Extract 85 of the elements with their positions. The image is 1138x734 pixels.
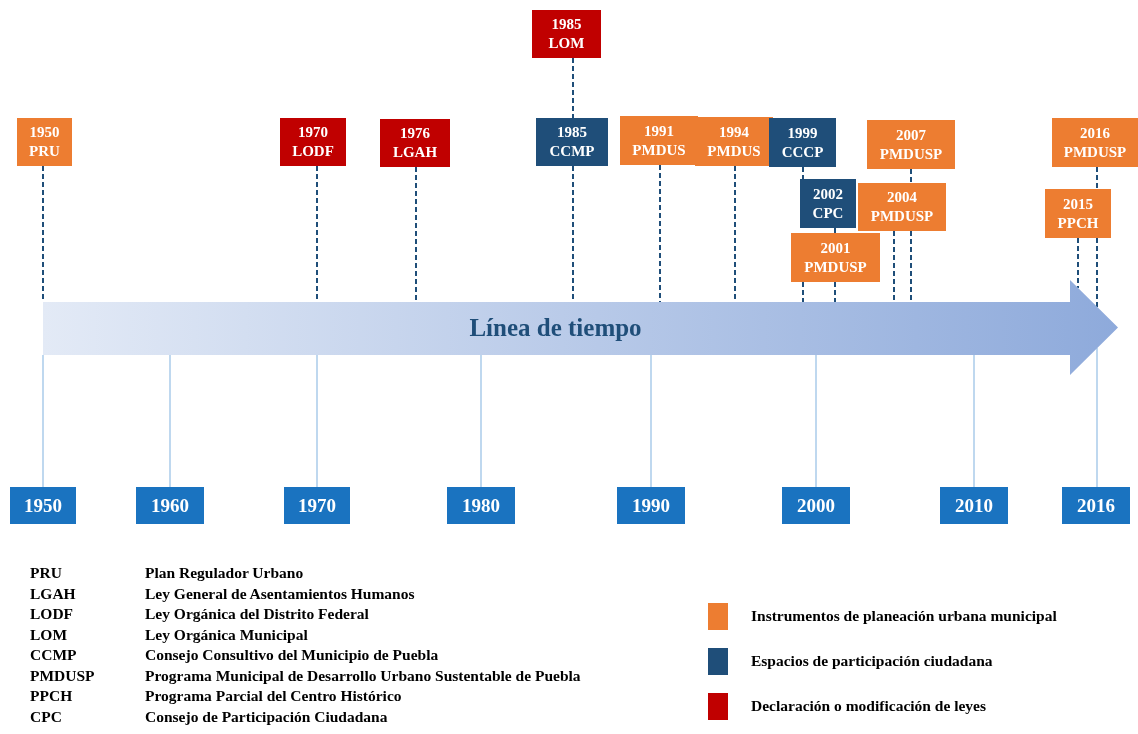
- event-label: 1976 LGAH: [392, 124, 438, 162]
- event-box: [280, 118, 346, 166]
- event-label: 1991 PMDUS: [632, 121, 686, 160]
- year-label: 1960: [151, 494, 189, 517]
- abbreviation-term: LOM: [30, 624, 68, 645]
- dashed-connector: [1077, 237, 1079, 289]
- dashed-connector: [802, 281, 804, 303]
- abbreviation-definition: Ley Orgánica Municipal: [145, 624, 308, 645]
- abbreviation-definition: Ley General de Asentamientos Humanos: [145, 583, 415, 604]
- abbreviation-definition: Consejo de Participación Ciudadana: [145, 706, 388, 727]
- abbreviation-definition: Ley Orgánica del Distrito Federal: [145, 604, 369, 624]
- abbreviation-term: PPCH: [30, 686, 73, 706]
- year-box: [617, 487, 685, 524]
- event-label: 1950 PRU: [29, 123, 60, 161]
- connector-line: [480, 354, 482, 488]
- dashed-connector: [572, 57, 574, 119]
- dashed-connector: [415, 166, 417, 303]
- legend-label: Instrumentos de planeación urbana municipal: [751, 606, 1057, 626]
- event-label: 1985 CCMP: [549, 123, 595, 161]
- dashed-connector: [659, 164, 661, 303]
- event-label: 1970 LODF: [292, 123, 334, 161]
- dashed-connector: [802, 166, 804, 180]
- event-box: [858, 183, 946, 231]
- dashed-connector: [910, 230, 912, 303]
- event-box: [380, 119, 450, 167]
- event-label: 2001 PMDUSP: [804, 238, 867, 277]
- year-label: 1990: [632, 494, 670, 517]
- event-box: [791, 233, 880, 282]
- year-box: [10, 487, 76, 524]
- abbreviation-term: PMDUSP: [30, 665, 95, 686]
- event-box: [536, 118, 608, 166]
- connector-line: [973, 354, 975, 488]
- event-box: [769, 118, 836, 167]
- connector-line: [169, 354, 171, 488]
- dashed-connector: [910, 168, 912, 184]
- abbreviation-term: CCMP: [30, 645, 77, 665]
- event-label: 2007 PMDUSP: [879, 125, 943, 164]
- event-box: [532, 10, 601, 58]
- year-label: 1970: [298, 494, 336, 517]
- year-label: 2010: [955, 494, 993, 517]
- timeline-title: Línea de tiempo: [469, 313, 642, 342]
- abbreviation-definition: Plan Regulador Urbano: [145, 563, 304, 583]
- event-box: [620, 116, 698, 165]
- event-label: 2004 PMDUSP: [870, 188, 934, 226]
- abbreviation-term: LODF: [30, 604, 74, 624]
- abbreviation-term: CPC: [30, 706, 62, 727]
- year-box: [1062, 487, 1130, 524]
- event-box: [867, 120, 955, 169]
- abbreviation-definition: Programa Parcial del Centro Histórico: [145, 686, 402, 706]
- event-label: 2016 PMDUSP: [1063, 123, 1127, 162]
- year-box: [284, 487, 350, 524]
- legend-label: Espacios de participación ciudadana: [751, 651, 993, 671]
- year-label: 1980: [462, 494, 500, 517]
- connector-line: [316, 354, 318, 488]
- event-label: 2002 CPC: [812, 184, 844, 223]
- dashed-connector: [1096, 237, 1098, 308]
- year-box: [136, 487, 204, 524]
- dashed-connector: [834, 281, 836, 303]
- event-label: 1999 CCCP: [781, 123, 824, 162]
- event-label: 1994 PMDUS: [707, 122, 761, 161]
- abbreviation-definition: Consejo Consultivo del Municipio de Puebla: [145, 645, 439, 665]
- connector-line: [1096, 347, 1098, 488]
- dashed-connector: [834, 227, 836, 234]
- connector-line: [650, 354, 652, 488]
- event-box: [1052, 118, 1138, 167]
- connector-line: [42, 354, 44, 488]
- event-box: [1045, 189, 1111, 238]
- event-box: [17, 118, 72, 166]
- connector-line: [815, 354, 817, 488]
- year-label: 1950: [24, 494, 62, 517]
- legend-label: Declaración o modificación de leyes: [751, 696, 987, 716]
- abbreviation-term: LGAH: [30, 583, 76, 604]
- year-label: 2016: [1077, 494, 1115, 517]
- event-label: 2015 PPCH: [1057, 194, 1099, 233]
- dashed-connector: [1096, 166, 1098, 190]
- year-label: 2000: [797, 494, 835, 517]
- dashed-connector: [893, 230, 895, 303]
- year-box: [940, 487, 1008, 524]
- abbreviation-definition: Programa Municipal de Desarrollo Urbano Sustentable de Puebla: [145, 665, 581, 686]
- year-box: [782, 487, 850, 524]
- abbreviation-term: PRU: [30, 563, 62, 583]
- event-box: [800, 179, 856, 228]
- timeline-arrow: [43, 280, 1118, 375]
- year-box: [447, 487, 515, 524]
- event-label: 1985 LOM: [548, 15, 585, 53]
